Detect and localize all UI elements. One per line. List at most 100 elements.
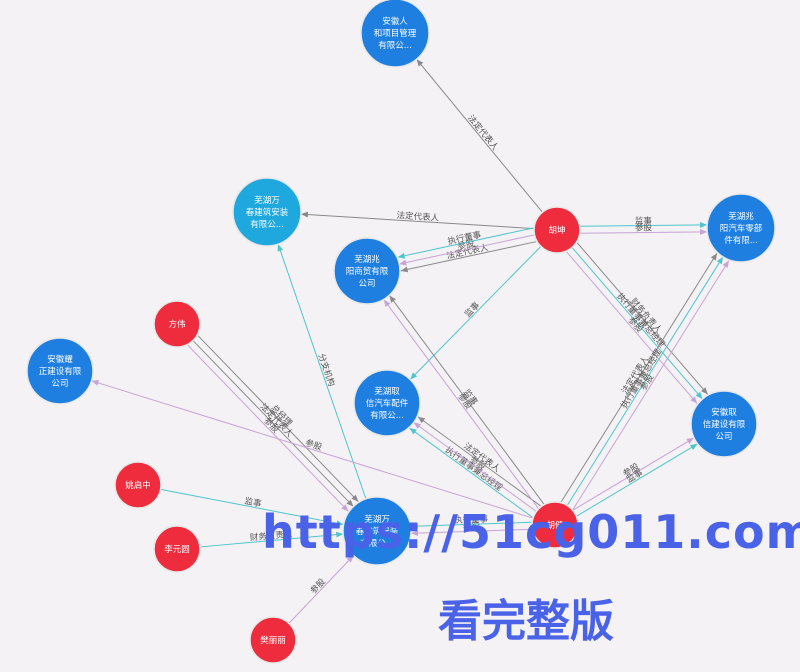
edge-n_hujian-n_wqx [409, 427, 533, 518]
node-label: 春建筑安装 [356, 526, 399, 537]
edge-n_hujian-n_ahqx [576, 443, 698, 517]
node-label: 信汽车配件 [366, 398, 409, 409]
edge-n_hukun-n_wcjz1 [300, 211, 535, 230]
node-circle[interactable] [232, 177, 302, 247]
edge-n_hukun-n_ahqx [571, 247, 703, 400]
node-label: 公司 [51, 379, 68, 389]
node-label: 阳汽车零部 [720, 223, 763, 234]
node-label: 有限公... [378, 40, 412, 51]
node-circle[interactable] [690, 390, 758, 458]
node-label: 有限公... [250, 219, 284, 230]
edge-label: 监事 [244, 496, 263, 510]
edge-n_bottom-n_wcjz2 [288, 555, 354, 624]
company-node[interactable]: 芜湖万春建筑安装有限公... [232, 177, 302, 247]
node-label: 芜湖万 [364, 514, 390, 525]
edge-n_hukun-n_wqx [409, 246, 542, 380]
edge-n_fangwei-n_wcjz2 [187, 345, 349, 512]
person-node[interactable]: 胡健 [531, 501, 579, 549]
node-circle[interactable] [114, 461, 162, 509]
edge-label: 参股 [308, 576, 328, 596]
edge-n_hukun-n_wzy [400, 241, 537, 273]
node-circle[interactable] [531, 501, 579, 549]
edge-n_zhangqz-n_wcjz2 [160, 488, 344, 527]
edge-n_hukun-n_wyg [580, 228, 708, 235]
node-label: 芜湖取 [374, 386, 400, 397]
edge-n_hukun-n_ahqx [576, 242, 709, 395]
edge-n_liyuanyuan-n_wcjz2 [199, 531, 344, 548]
person-node[interactable]: 胡坤 [533, 206, 581, 254]
node-label: 和项目管理 [374, 28, 417, 39]
edge-n_hujian-n_wyg [560, 252, 718, 503]
node-label: 樊丽丽 [260, 635, 286, 646]
edge-n_hujian-n_wcjz2 [411, 528, 533, 537]
edge-label: 参股 [635, 222, 653, 233]
node-label: 胡坤 [548, 225, 565, 236]
person-node[interactable]: 姚启中 [114, 461, 162, 509]
node-label: 安徽取 [711, 407, 737, 418]
edge-n_fangwei-n_wcjz2 [197, 335, 359, 503]
node-label: 阳商贸有限 [346, 266, 389, 277]
edge-label: 法定代表人 [465, 113, 501, 153]
nodes-layer: 安徽人和项目管理有限公...胡坤芜湖万春建筑安装有限公...芜湖兆阳汽车零部件有… [26, 0, 776, 664]
company-node[interactable]: 芜湖取信汽车配件有限公... [353, 369, 421, 437]
edge-n_hujian-n_ahqx [572, 437, 695, 511]
edge-label: 财务负责人 [249, 529, 293, 544]
edge-n_wcjz2-n_wcjz1 [277, 243, 367, 500]
node-circle[interactable] [153, 300, 201, 348]
watermark-url: https://51cg011.com [262, 505, 800, 559]
node-label: 胡健 [546, 520, 564, 531]
company-node[interactable]: 芜湖万春建筑安装有限公... [342, 496, 412, 566]
edge-n_hukun-n_ahqx [566, 251, 698, 404]
node-label: 芜湖万 [254, 195, 280, 206]
edge-n_hujian-n_wcjz2 [410, 521, 532, 530]
edge-n_hujian-n_wzy [389, 295, 545, 505]
node-circle[interactable] [353, 369, 421, 437]
node-label: 件有限... [724, 235, 758, 246]
company-node[interactable]: 芜湖兆阳汽车零部件有限... [706, 193, 776, 263]
node-circle[interactable] [706, 193, 776, 263]
node-label: 有限公... [360, 538, 394, 549]
edge-label: 监事 [635, 215, 653, 226]
node-label: 李元圆 [164, 544, 190, 555]
edge-label: 监事 [462, 300, 482, 320]
watermark-text: 看完整版 [438, 596, 614, 647]
edge-n_hujian-n_wzy [383, 299, 539, 509]
node-circle[interactable] [26, 337, 94, 405]
node-label: 公司 [358, 279, 375, 289]
person-node[interactable]: 李元圆 [153, 525, 201, 573]
node-label: 信建设有限 [703, 419, 746, 430]
edge-n_hujian-n_wyg [572, 260, 730, 510]
edge-label: 参股 [463, 521, 481, 533]
edge-n_hujian-n_wyg [566, 256, 724, 506]
edge-n_hujian-n_wqx [413, 421, 537, 512]
node-label: 春建筑安装 [246, 207, 289, 218]
node-circle[interactable] [153, 525, 201, 573]
node-circle[interactable] [333, 237, 401, 305]
node-label: 正建设有限 [39, 366, 82, 377]
edge-n_fangwei-n_wcjz2 [192, 340, 354, 507]
node-circle[interactable] [249, 616, 297, 664]
person-node[interactable]: 方伟 [153, 300, 201, 348]
company-node[interactable]: 安徽人和项目管理有限公... [360, 0, 430, 68]
edge-n_hukun-n_wyg [579, 221, 707, 228]
node-label: 芜湖兆 [728, 211, 754, 222]
node-label: 有限公... [370, 410, 404, 421]
person-node[interactable]: 樊丽丽 [249, 616, 297, 664]
node-circle[interactable] [360, 0, 430, 68]
node-label: 安徽耀 [47, 354, 73, 365]
node-circle[interactable] [342, 496, 412, 566]
edge-n_hukun-n_wzy [399, 234, 535, 266]
edge-label: 参股 [304, 437, 324, 453]
edge-label: 法定代表人 [396, 210, 440, 224]
node-circle[interactable] [533, 206, 581, 254]
edge-n_hukun-n_wzy [397, 227, 534, 259]
edge-label: 分支机构 [316, 352, 337, 388]
node-label: 方伟 [168, 319, 186, 330]
node-label: 芜湖兆 [354, 254, 380, 265]
edge-n_hujian-n_wqx [417, 416, 541, 507]
node-label: 姚启中 [125, 480, 151, 491]
